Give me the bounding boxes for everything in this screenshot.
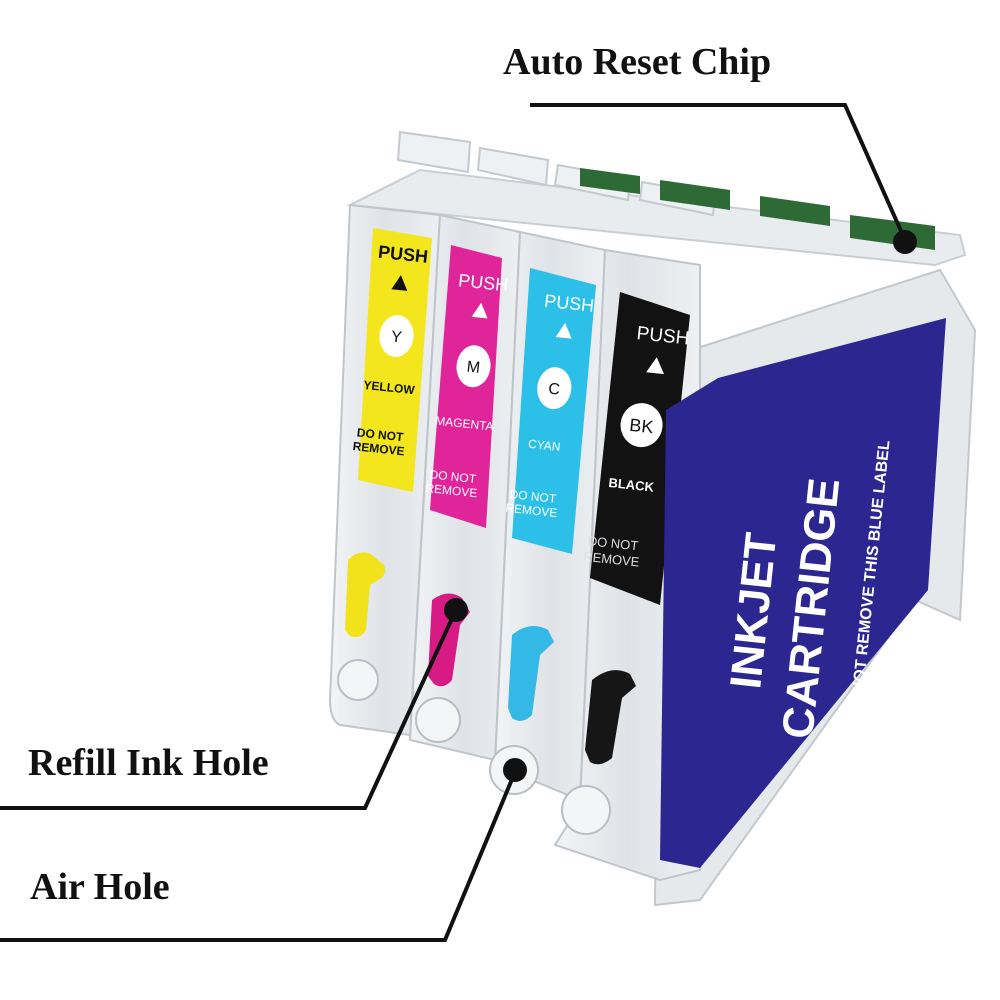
reset-chip — [580, 168, 640, 194]
inkjet-cartridge-side-label — [660, 318, 946, 868]
push-arrow-icon — [555, 322, 572, 339]
air-hole-black — [561, 785, 611, 835]
cartridge-body-back — [346, 168, 967, 267]
refill-plug-cyan — [508, 626, 554, 721]
leader-dot-chip — [893, 230, 917, 254]
leader-dot-air — [503, 758, 527, 782]
label-cyan-code: C — [548, 381, 561, 399]
color-code-badge — [456, 345, 491, 388]
callout-auto-reset-chip: Auto Reset Chip — [503, 41, 772, 83]
label-yellow-name: YELLOW — [363, 378, 416, 397]
callout-refill-ink-hole: Refill Ink Hole — [28, 742, 269, 784]
label-magenta-warning-2: REMOVE — [425, 481, 478, 500]
color-code-badge — [537, 367, 572, 410]
reset-chip — [760, 196, 830, 226]
leader-line-refill — [0, 611, 457, 810]
label-cyan-warning-1: DO NOT — [509, 487, 558, 506]
label-black-name: BLACK — [608, 475, 655, 495]
label-cyan-name: CYAN — [527, 437, 561, 454]
push-arrow-icon — [471, 302, 488, 319]
air-hole-magenta — [415, 697, 461, 743]
label-magenta-warning-1: DO NOT — [429, 467, 478, 486]
push-arrow-icon — [391, 275, 408, 291]
release-clip — [396, 130, 472, 174]
label-cyan-warning-2: REMOVE — [505, 501, 558, 520]
refill-plug-yellow — [345, 552, 386, 638]
leader-line-chip — [530, 103, 907, 241]
label-magenta-code: M — [466, 359, 481, 377]
release-clip — [476, 146, 550, 187]
air-hole-yellow — [337, 659, 379, 701]
label-magenta-name: MAGENTA — [435, 414, 495, 434]
label-yellow-code: Y — [390, 329, 403, 347]
push-arrow-icon — [646, 357, 665, 375]
label-yellow-warning-2: REMOVE — [352, 439, 405, 458]
label-yellow — [358, 228, 432, 492]
callout-air-hole: Air Hole — [30, 866, 170, 908]
label-yellow-warning-1: DO NOT — [356, 425, 405, 444]
color-code-badge — [620, 403, 663, 448]
label-black-warning-2: REMOVE — [583, 549, 641, 570]
label-black-warning-1: DO NOT — [587, 533, 639, 553]
color-code-badge — [379, 315, 414, 357]
leader-dot-refill — [444, 598, 468, 622]
refill-plug-black — [585, 670, 636, 765]
reset-chip — [660, 180, 730, 210]
label-cyan — [512, 268, 596, 554]
label-black-code: BK — [628, 415, 654, 437]
leader-line-air — [0, 771, 517, 942]
